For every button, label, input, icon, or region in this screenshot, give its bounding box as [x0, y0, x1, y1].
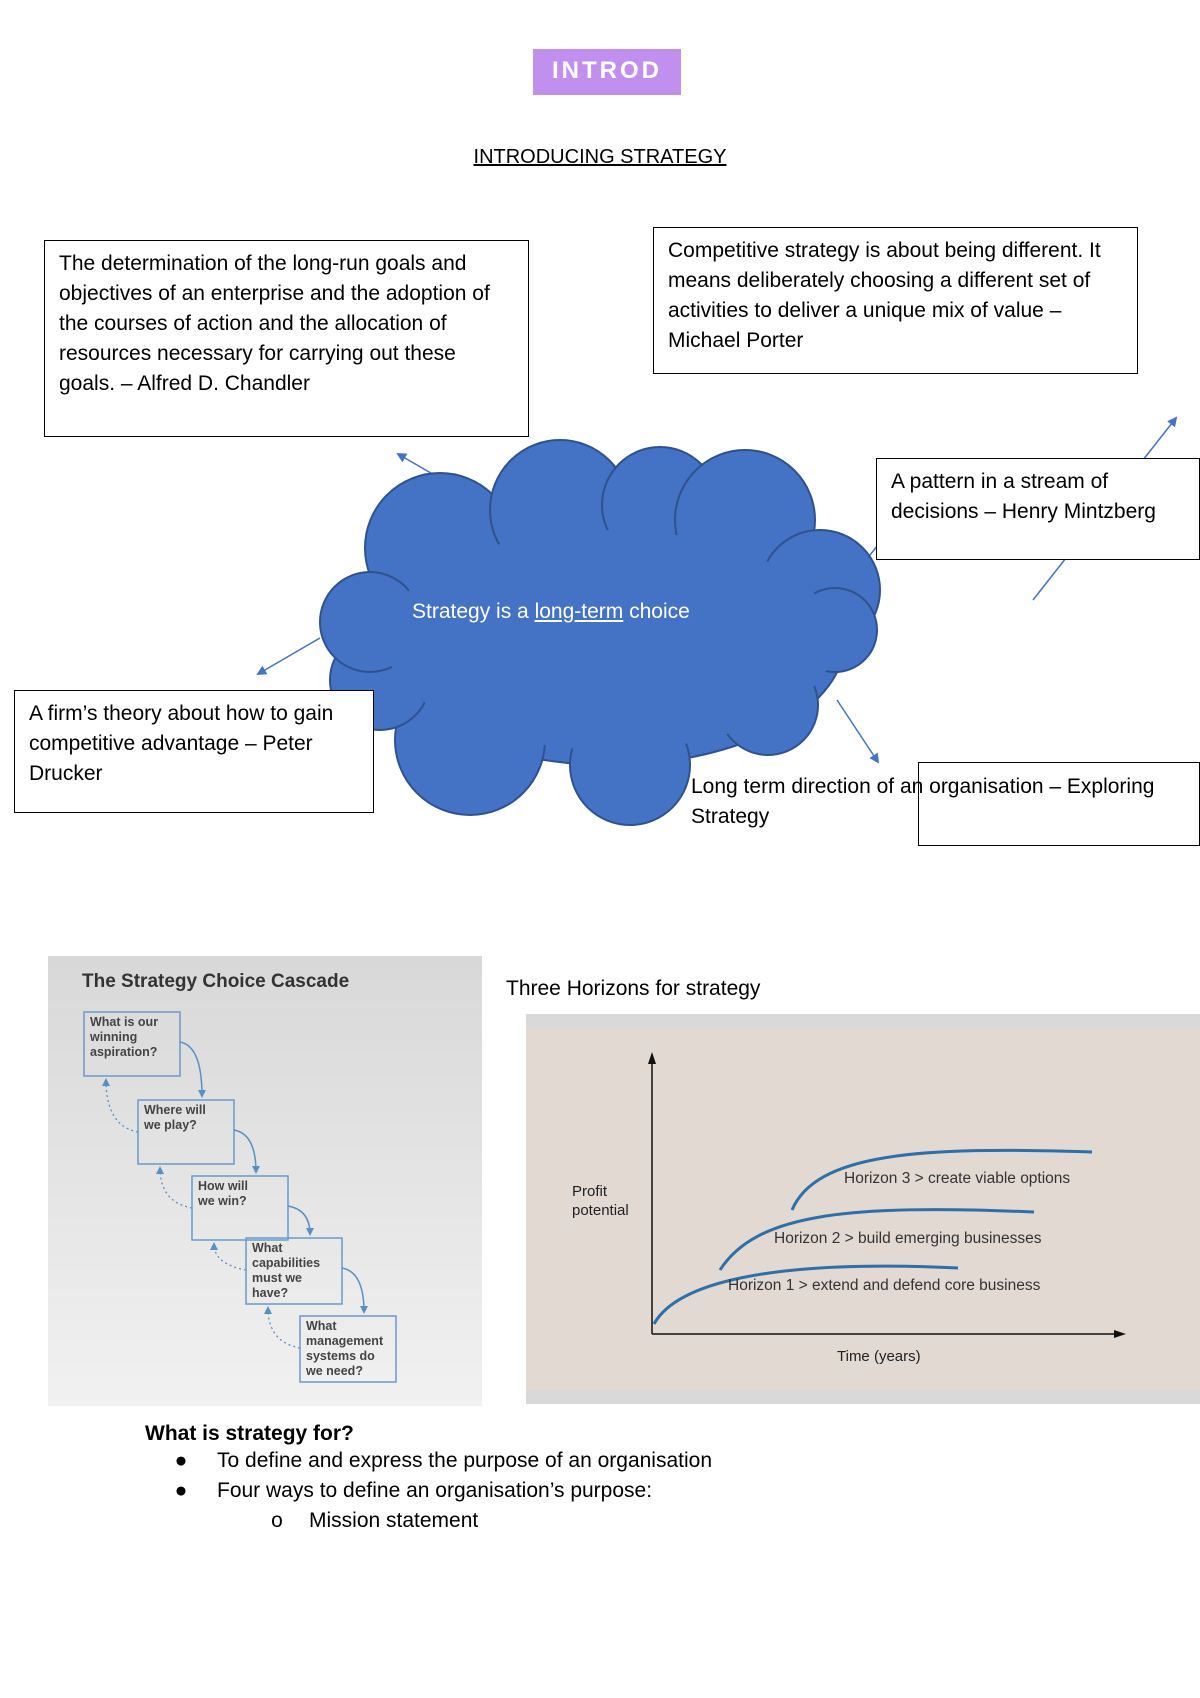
- section-tag: INTROD: [533, 49, 681, 95]
- exploring-definition-text: Long term direction of an organisation –…: [691, 775, 1155, 828]
- purpose-bullet-text: Four ways to define an organisation’s pu…: [217, 1479, 653, 1502]
- horizon-1-label: Horizon 1 > extend and defend core busin…: [728, 1277, 1041, 1294]
- bullet-marker: ●: [174, 1449, 188, 1472]
- cloud-label-underlined: long-term: [534, 600, 624, 623]
- purpose-bullet-list: ● To define and express the purpose of an…: [145, 1446, 1145, 1536]
- exploring-box-frame: [918, 762, 1200, 846]
- cloud-label: Strategy is a long-term choice: [412, 600, 690, 624]
- page-title: INTRODUCING STRATEGY: [473, 146, 727, 168]
- bullet-marker: ●: [174, 1479, 188, 1502]
- cascade-feedback-arrow: [210, 1242, 247, 1271]
- chandler-definition-box: The determination of the long-run goals …: [44, 240, 529, 437]
- cascade-step-box: [299, 1315, 397, 1383]
- cascade-forward-arrow: [341, 1267, 368, 1314]
- cascade-step-text: systems do: [306, 1349, 375, 1363]
- cascade-step-text: What: [252, 1241, 283, 1255]
- cascade-step-box: [245, 1237, 343, 1305]
- mintzberg-definition-box: A pattern in a stream of decisions – Hen…: [876, 458, 1200, 560]
- cascade-step-text: capabilities: [252, 1256, 320, 1270]
- horizon-2-label: Horizon 2 > build emerging businesses: [774, 1230, 1042, 1247]
- cascade-forward-arrow: [233, 1129, 260, 1174]
- cascade-step-text: management: [306, 1334, 384, 1348]
- cascade-title: The Strategy Choice Cascade: [82, 971, 349, 992]
- sub-bullet-marker: o: [271, 1509, 283, 1532]
- cascade-feedback-arrow: [264, 1306, 301, 1349]
- cascade-step-text: How will: [198, 1179, 248, 1193]
- x-axis-label: Time (years): [837, 1348, 921, 1365]
- cascade-step-box: [137, 1099, 235, 1165]
- cascade-step-box: [83, 1011, 181, 1077]
- three-horizons-figure: Profit potential Time (years) Horizon 1 …: [526, 1014, 1200, 1404]
- cascade-feedback-arrow: [156, 1166, 193, 1209]
- purpose-bullet-text: To define and express the purpose of an …: [217, 1449, 713, 1472]
- cascade-step-text: What is our: [90, 1015, 158, 1029]
- cascade-forward-arrow: [287, 1205, 314, 1236]
- horizon-3-curve: [790, 1148, 1093, 1211]
- horizons-background: [526, 1028, 1200, 1390]
- cascade-step-text: we win?: [197, 1194, 247, 1208]
- y-axis-label-line2: potential: [572, 1202, 629, 1219]
- cascade-step-text: must we: [252, 1271, 302, 1285]
- horizon-2-curve: [718, 1208, 1035, 1271]
- purpose-heading: What is strategy for?: [145, 1422, 354, 1445]
- arrow-to-drucker: [256, 637, 321, 676]
- porter-definition-box: Competitive strategy is about being diff…: [653, 227, 1138, 374]
- cascade-step-text: Where will: [144, 1103, 206, 1117]
- cascade-step-text: aspiration?: [90, 1045, 157, 1059]
- horizons-caption: Three Horizons for strategy: [506, 977, 761, 1000]
- purpose-sub-bullet-text: Mission statement: [309, 1509, 479, 1532]
- horizon-1-curve: [652, 1264, 959, 1325]
- cascade-forward-arrow: [179, 1041, 206, 1098]
- strategy-cloud: [319, 439, 881, 826]
- cascade-step-text: have?: [252, 1286, 288, 1300]
- cascade-feedback-arrow: [102, 1078, 139, 1133]
- y-axis-label-line1: Profit: [572, 1183, 608, 1200]
- horizon-3-label: Horizon 3 > create viable options: [844, 1170, 1070, 1187]
- cascade-step-text: we play?: [143, 1118, 197, 1132]
- purpose-section: What is strategy for? ● To define and exp…: [145, 1422, 1145, 1536]
- cloud-label-prefix: Strategy is a: [412, 600, 535, 623]
- purpose-sub-bullet: o Mission statement: [145, 1506, 1145, 1536]
- purpose-bullet: ● To define and express the purpose of an…: [145, 1446, 1145, 1476]
- purpose-bullet: ● Four ways to define an organisation’s p…: [145, 1476, 1145, 1506]
- cascade-step-text: winning: [89, 1030, 137, 1044]
- cascade-step-box: [191, 1175, 289, 1241]
- strategy-choice-cascade-figure: The Strategy Choice Cascade What is ourw…: [48, 956, 482, 1406]
- cloud-label-suffix: choice: [623, 600, 690, 623]
- arrow-to-exploring: [836, 699, 880, 764]
- mind-map-canvas: [256, 416, 1178, 826]
- drucker-definition-box: A firm’s theory about how to gain compet…: [14, 690, 374, 813]
- cascade-step-text: What: [306, 1319, 337, 1333]
- cascade-step-text: we need?: [305, 1364, 363, 1378]
